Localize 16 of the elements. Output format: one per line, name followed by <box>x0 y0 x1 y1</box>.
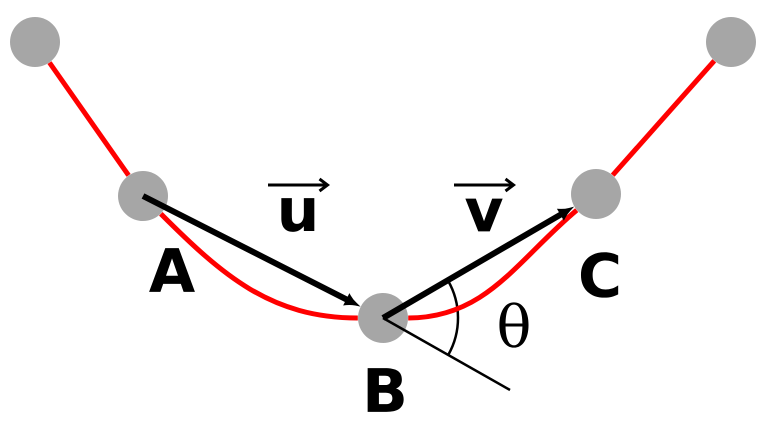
point-label: A <box>149 248 195 292</box>
curve <box>408 208 578 320</box>
vector-label: u <box>268 178 330 232</box>
joint-circle <box>571 169 621 219</box>
curve <box>47 61 131 177</box>
curve <box>159 212 358 320</box>
curve <box>610 59 716 177</box>
point-label: B <box>368 368 404 412</box>
point-label: C <box>580 252 618 298</box>
vector-arrow <box>142 193 358 306</box>
vector-label: v <box>454 178 516 232</box>
joint-circle <box>10 17 60 67</box>
joint-circle <box>358 293 408 343</box>
angle-label: θ <box>499 302 529 348</box>
joint-circle <box>118 171 168 221</box>
joint-circle <box>706 17 756 67</box>
